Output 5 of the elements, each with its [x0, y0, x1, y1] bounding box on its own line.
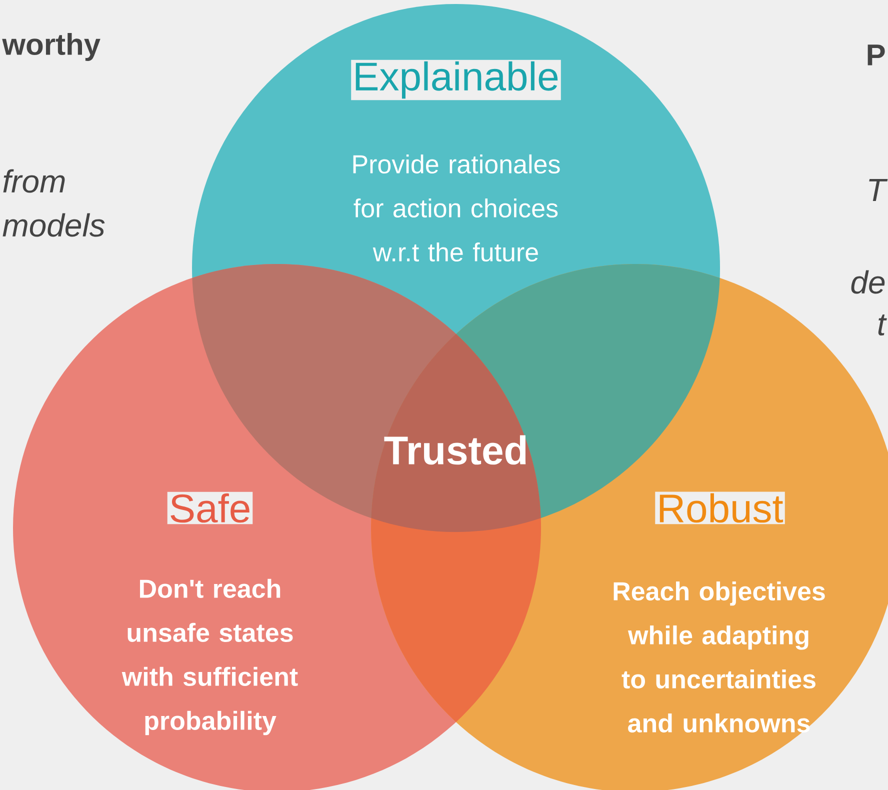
text-fragment: from: [3, 169, 65, 193]
text-fragment: worthy: [2, 33, 100, 61]
text-fragment: P: [868, 44, 885, 66]
text-fragment: T: [869, 179, 888, 201]
text-fragment: models: [2, 213, 105, 237]
